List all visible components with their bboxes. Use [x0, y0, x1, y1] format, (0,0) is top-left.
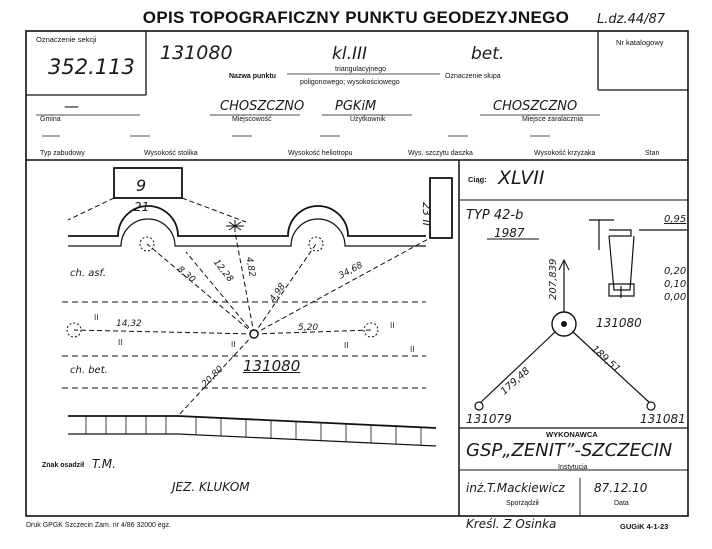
ledger-number: L.dz.44/87 — [597, 12, 666, 27]
tm-value: T.M. — [92, 457, 116, 471]
left-station-number: 131079 — [466, 412, 512, 426]
marker-cross-section — [589, 219, 687, 298]
side-building-outline — [429, 177, 453, 239]
distance-up: 207,839 — [548, 258, 559, 300]
house-number: 21 — [134, 200, 150, 214]
site-sketch: II II II II II II — [62, 167, 453, 447]
sidewalk-label: ch. bet. — [70, 365, 108, 376]
print-info: Druk GPGK Szczecin Zam. nr 4/86 32000 eg… — [26, 522, 172, 529]
form-code: GUGiK 4-1-23 — [620, 522, 669, 531]
contractor-value: GSP„ZENIT”-SZCZECIN — [466, 440, 673, 461]
measurement-6: 14,32 — [116, 319, 142, 329]
road-label: ch. asf. — [70, 268, 107, 279]
side-building-number: 23 II — [420, 202, 433, 226]
depth-value-1: 0,95 — [664, 214, 687, 225]
triangulation-label: triangulacyjnego — [335, 66, 386, 73]
svg-text:II: II — [410, 345, 414, 354]
traverse-value: XLVII — [498, 167, 545, 189]
center-point-number: 131080 — [243, 357, 301, 375]
zone-value: CHOSZCZNO — [493, 99, 578, 114]
point-number: 131080 — [160, 42, 233, 64]
author-label: Sporządził — [506, 500, 539, 507]
svg-text:II: II — [231, 340, 235, 349]
cross-height-label: Wysokość krzyżaka — [534, 150, 596, 157]
state-label: Stan — [645, 150, 660, 157]
svg-text:II: II — [390, 321, 394, 330]
contractor-label: WYKONAWCA — [546, 430, 598, 439]
center-station-number: 131080 — [596, 316, 642, 330]
date-value: 87.12.10 — [594, 481, 648, 495]
tm-label: Znak osadził — [42, 462, 85, 469]
marker-type-code: TYP 42-b — [466, 208, 524, 223]
section-value: 352.113 — [48, 55, 135, 79]
traverse-label: Ciąg: — [468, 175, 487, 184]
traverse-diagram — [474, 219, 687, 411]
depth-value-3: 0,10 — [664, 279, 687, 290]
draftsman: Kreśl. Z Osinka — [466, 517, 557, 531]
depth-value-2: 0,20 — [664, 266, 687, 277]
center-point-marker — [249, 329, 259, 339]
table-height-label: Wysokość stolika — [144, 150, 198, 157]
institution-label: Instytucja — [558, 464, 588, 471]
svg-text:II: II — [94, 313, 98, 322]
lake-label: JEZ. KLUKOM — [172, 480, 250, 494]
commune-label: Gmina — [40, 116, 61, 123]
author-value: inż.T.Mackiewicz — [466, 481, 565, 495]
section-label: Oznaczenie sekcji — [36, 35, 97, 44]
svg-text:II: II — [344, 341, 348, 350]
depth-value-4: 0,00 — [664, 292, 687, 303]
date-label: Data — [614, 500, 629, 507]
marker-label: Oznaczenie słupa — [445, 73, 501, 80]
point-name-label: Nazwa punktu — [229, 73, 277, 80]
locality-value: CHOSZCZNO — [220, 99, 305, 114]
measurement-7: 5,20 — [298, 323, 319, 333]
zone-label: Miejsce zaralacznia — [522, 116, 584, 123]
svg-text:II: II — [118, 338, 122, 347]
marker-type: bet. — [471, 44, 505, 64]
marker-year: 1987 — [494, 226, 525, 240]
page-title: OPIS TOPOGRAFICZNY PUNKTU GEODEZYJNEGO — [142, 8, 570, 27]
user-value: PGKiM — [335, 99, 377, 114]
building-outline — [113, 167, 183, 199]
building-number: 9 — [136, 176, 147, 195]
catalog-label: Nr katalogowy — [616, 38, 664, 47]
commune-value: — — [64, 97, 79, 115]
user-label: Użytkownik — [350, 116, 386, 123]
polygon-label: poligonowego; wysokościowego — [300, 79, 400, 86]
locality-label: Miejscowość — [232, 116, 272, 123]
heliotrope-height-label: Wysokość heliotropu — [288, 150, 353, 157]
right-station-number: 131081 — [640, 412, 686, 426]
point-class: kl.III — [332, 44, 368, 64]
build-type-label: Typ zabudowy — [40, 150, 85, 157]
plate-height-label: Wys. szczytu daszka — [408, 150, 473, 157]
